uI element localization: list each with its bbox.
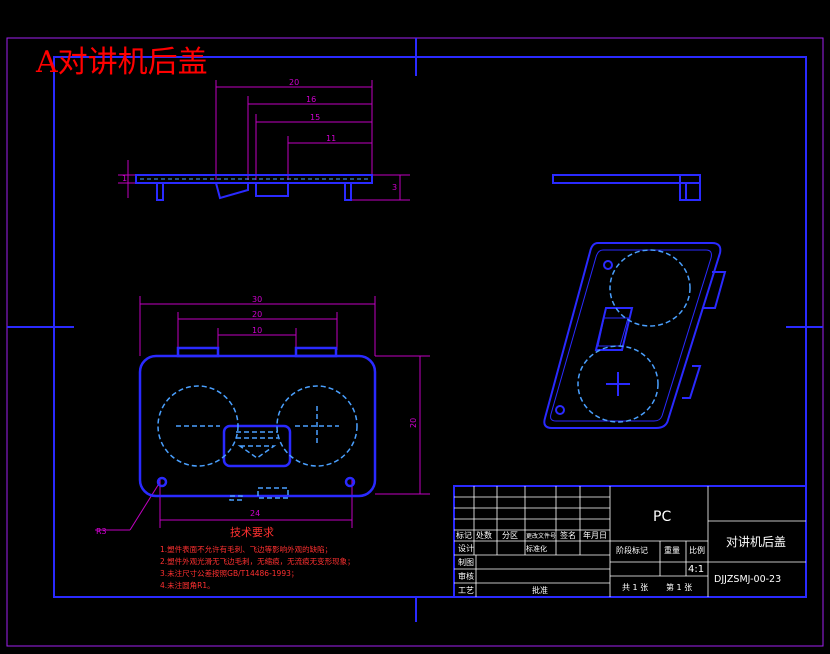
dim-text: 20 — [252, 310, 262, 319]
tb-design: 设计 — [458, 543, 474, 553]
tb-drafting: 制图 — [458, 557, 474, 567]
tb-material: PC — [653, 509, 671, 525]
dim-text: 1 — [122, 174, 127, 183]
tb-mark: 标记 — [456, 530, 472, 540]
dim-text: 11 — [326, 134, 336, 143]
tb-sheets: 共 1 张 — [622, 583, 648, 592]
tb-weight: 重量 — [664, 545, 680, 555]
dim-text: 30 — [252, 295, 262, 304]
tech-heading: 技术要求 — [230, 526, 274, 539]
dim-text: 24 — [250, 509, 260, 518]
tb-drawing-no: DJJZSMJ-00-23 — [714, 574, 781, 585]
front-view: 30 20 10 20 24 R3 — [95, 295, 430, 536]
drawing-title: A对讲机后盖 — [35, 45, 208, 80]
tb-ratio: 比例 — [689, 545, 705, 555]
dim-text: 20 — [409, 418, 418, 428]
right-side-view — [552, 174, 701, 201]
tb-standardize: 标准化 — [526, 544, 547, 553]
center-marks — [7, 38, 823, 622]
tb-date: 年月日 — [583, 530, 607, 540]
tb-doc-no: 更改文件号 — [526, 532, 556, 540]
dim-text: 3 — [392, 183, 397, 192]
tb-zone: 分区 — [502, 531, 518, 540]
dim-text: 16 — [306, 95, 316, 104]
tech-item: 2.塑件外观光滑无飞边毛刺，无缩痕，无流痕无变形现象； — [160, 556, 355, 566]
tb-count: 处数 — [476, 530, 492, 540]
tech-item: 4.未注圆角R1。 — [160, 580, 215, 590]
title-block: 标记 处数 分区 更改文件号 签名 年月日 设计 标准化 制图 审核 工艺 批准… — [453, 485, 807, 598]
tech-item: 1.塑件表面不允许有毛刺、飞边等影响外观的缺陷； — [160, 544, 332, 554]
dim-text: 15 — [310, 113, 320, 122]
tb-approve: 批准 — [532, 585, 548, 595]
dim-text: 10 — [252, 326, 262, 335]
tb-stage-mark: 阶段标记 — [616, 545, 648, 555]
tb-sheet-no: 第 1 张 — [666, 582, 692, 592]
tech-item: 3.未注尺寸公差按照GB/T14486-1993； — [160, 568, 298, 578]
tb-part-name: 对讲机后盖 — [726, 534, 786, 549]
tb-sign: 签名 — [560, 530, 576, 540]
isometric-circles — [577, 249, 691, 423]
dim-text: 20 — [289, 78, 299, 87]
isometric-view — [543, 242, 727, 429]
tb-process: 工艺 — [458, 586, 474, 595]
tb-scale: 4:1 — [688, 564, 704, 575]
dim-text: R3 — [96, 527, 107, 536]
tb-review: 审核 — [458, 571, 474, 581]
tech-requirements: 技术要求 1.塑件表面不允许有毛刺、飞边等影响外观的缺陷； 2.塑件外观光滑无飞… — [160, 526, 355, 590]
inner-frame — [53, 56, 807, 598]
side-view: 20 16 15 11 1 3 — [118, 78, 410, 201]
